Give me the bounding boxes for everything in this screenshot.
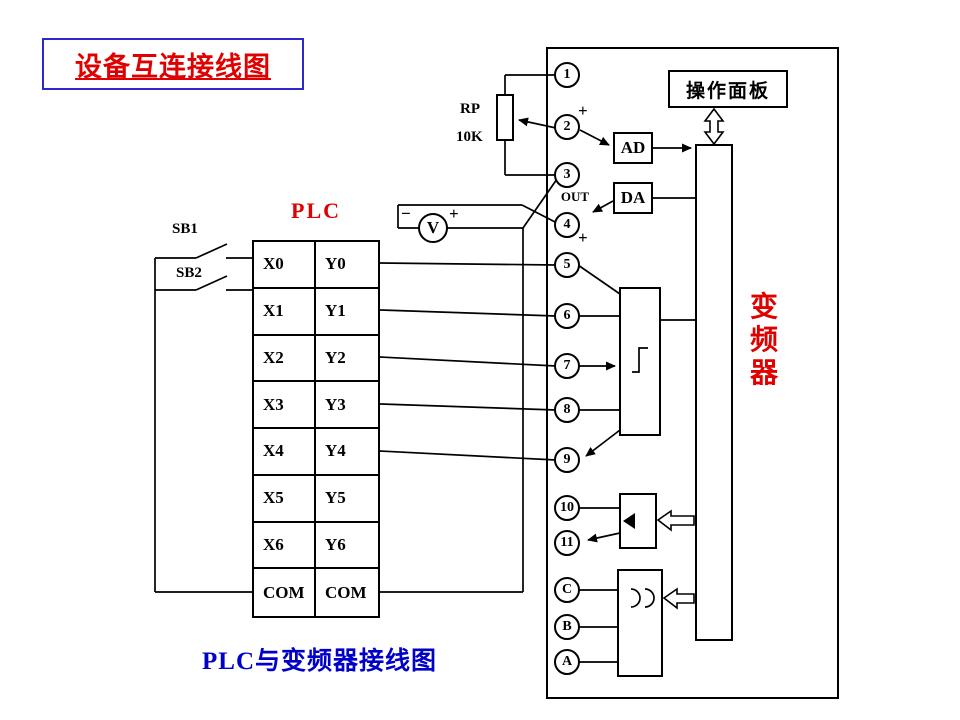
plc-cell-x4: X4 xyxy=(254,429,316,476)
board-to-relay-arrow-icon xyxy=(662,587,695,610)
plc-cell-y4: Y4 xyxy=(316,429,378,476)
voltmeter-circle xyxy=(418,213,448,243)
page-title: 设备互连接线图 xyxy=(75,51,271,82)
plc-cell-x3: X3 xyxy=(254,382,316,429)
inverter-terminal-10: 10 xyxy=(554,495,580,521)
diagram-caption: PLC与变频器接线图 xyxy=(202,648,438,675)
plc-cell-y3: Y3 xyxy=(316,382,378,429)
plc-cell-y0: Y0 xyxy=(316,242,378,289)
plc-cell-x6: X6 xyxy=(254,522,316,570)
inverter-terminal-a: A xyxy=(554,649,580,675)
analog-in-plus-sign: + xyxy=(578,101,588,120)
voltmeter-minus-sign: − xyxy=(401,204,411,223)
inverter-terminal-11: 11 xyxy=(554,530,580,556)
inverter-terminal-9: 9 xyxy=(554,447,580,473)
digital-input-block xyxy=(619,287,661,436)
plc-cell-x5: X5 xyxy=(254,475,316,523)
plc-cell-y2: Y2 xyxy=(316,336,378,383)
inverter-name-char-3: 器 xyxy=(749,358,778,389)
out-label: OUT xyxy=(560,189,590,204)
potentiometer-value: 10K xyxy=(456,129,483,145)
pushbutton-sb1-label: SB1 xyxy=(172,221,198,237)
potentiometer-body xyxy=(496,94,514,141)
inverter-terminal-b: B xyxy=(554,614,580,640)
plc-cell-com-right: COM xyxy=(325,582,367,602)
plc-cell-x2: X2 xyxy=(254,335,316,383)
inverter-terminal-6: 6 xyxy=(554,303,580,329)
relay-block xyxy=(617,569,663,677)
inverter-name: 变 频 器 xyxy=(746,291,782,390)
pushbutton-sb2-label: SB2 xyxy=(176,265,202,281)
inverter-board xyxy=(695,144,733,641)
board-to-output-arrow-icon xyxy=(656,509,695,532)
output-block-arrow-icon xyxy=(623,513,635,529)
plc-cell-y5: Y5 xyxy=(316,476,378,523)
analog-out-plus-sign: + xyxy=(578,228,588,247)
inverter-terminal-8: 8 xyxy=(554,397,580,423)
plc-cell-y1: Y1 xyxy=(316,289,378,336)
voltmeter-plus-sign: + xyxy=(449,204,459,223)
inverter-terminal-1: 1 xyxy=(554,62,580,88)
plc-cell-x1: X1 xyxy=(254,288,316,336)
inverter-terminal-2: 2 xyxy=(554,114,580,140)
inverter-terminal-c: C xyxy=(554,577,580,603)
voltmeter-label: V xyxy=(426,218,440,237)
inverter-terminal-4: 4 xyxy=(554,212,580,238)
plc-label: PLC xyxy=(291,198,341,223)
operation-panel-box: 操作面板 xyxy=(668,70,788,108)
inverter-name-char-1: 变 xyxy=(749,292,778,323)
plc-cell-y6: Y6 xyxy=(316,523,378,570)
inverter-terminal-7: 7 xyxy=(554,353,580,379)
inverter-terminal-3: 3 xyxy=(554,162,580,188)
potentiometer-name: RP xyxy=(460,101,480,117)
title-box: 设备互连接线图 xyxy=(42,38,304,90)
plc-cell-com-left: COM xyxy=(254,569,316,616)
da-converter-box: DA xyxy=(613,182,653,214)
plc-cell-x0: X0 xyxy=(254,242,316,289)
inverter-terminal-5: 5 xyxy=(554,252,580,278)
panel-board-double-arrow-icon xyxy=(703,107,725,146)
plc-terminal-table: X0 Y0 X1 Y1 X2 Y2 X3 Y3 X4 Y4 X5 Y5 X6 Y… xyxy=(252,240,380,618)
inverter-name-char-2: 频 xyxy=(749,325,778,356)
ad-converter-box: AD xyxy=(613,132,653,164)
wires xyxy=(154,74,696,663)
